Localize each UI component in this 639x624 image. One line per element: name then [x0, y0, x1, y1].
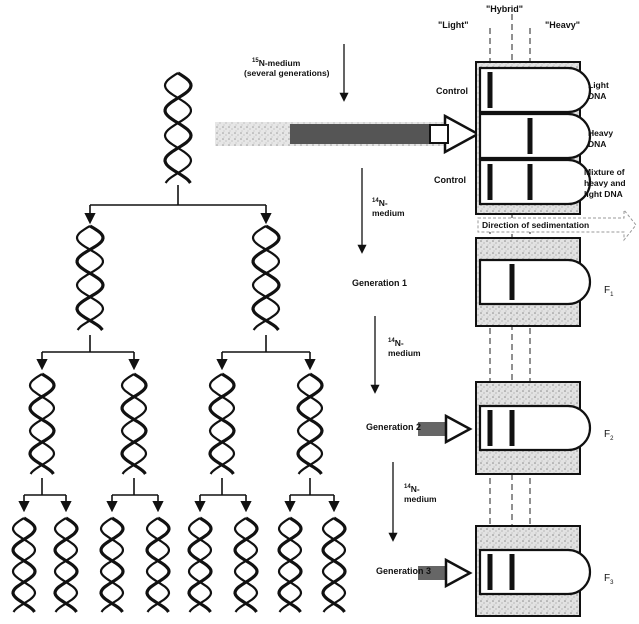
dna-helix-icon: [189, 518, 211, 612]
tube-outline: [480, 260, 590, 304]
f3-label: F3: [604, 574, 613, 588]
dna-band: [510, 410, 515, 446]
dna-band: [488, 554, 493, 590]
n14-medium-word-2: medium: [388, 348, 421, 358]
n14-isotope-2: 14: [388, 338, 395, 344]
mixture-label-2: heavy and: [584, 178, 626, 188]
dna-helix-icon: [30, 374, 54, 474]
n14-n-2: N-: [395, 338, 404, 348]
mixture-label-3: light DNA: [584, 189, 623, 199]
tube-heavy-dna: [480, 114, 590, 158]
n14-medium-label-3: 14N-: [404, 482, 420, 494]
hybrid-label: "Hybrid": [486, 4, 523, 14]
dna-band: [510, 264, 515, 300]
lineage-tree-lines: [24, 185, 334, 510]
control-label-top: Control: [436, 86, 468, 96]
light-label: "Light": [438, 20, 469, 30]
dna-helix-icon: [253, 226, 279, 330]
dna-helix-icon: [210, 374, 234, 474]
process-arrows: [344, 44, 393, 540]
n14-isotope-1: 14: [372, 198, 379, 204]
dna-band: [488, 72, 493, 108]
tube-outline: [480, 114, 590, 158]
dna-band: [528, 164, 533, 200]
generation-2-label: Generation 2: [366, 422, 421, 432]
tube-outline: [480, 550, 590, 594]
f1-label: F1: [604, 286, 613, 300]
dna-helix-icon: [165, 73, 191, 183]
n14-n-3: N-: [411, 484, 420, 494]
tube-generation-2: [480, 406, 590, 450]
n15-generations-label: (several generations): [244, 68, 330, 78]
heavy-dna-label-2: DNA: [588, 139, 606, 149]
dna-helix-layer: [13, 73, 345, 612]
dna-helix-icon: [55, 518, 77, 612]
n14-medium-word-1: medium: [372, 208, 405, 218]
n14-medium-label-2: 14N-: [388, 336, 404, 348]
tube-outline: [480, 68, 590, 112]
n14-medium-label-1: 14N-: [372, 196, 388, 208]
generation-1-label: Generation 1: [352, 278, 407, 288]
f2-label: F2: [604, 430, 613, 444]
n15-isotope: 15: [252, 58, 259, 64]
direction-label: Direction of sedimentation: [482, 220, 589, 230]
tube-generation-3: [480, 550, 590, 594]
n14-medium-word-3: medium: [404, 494, 437, 504]
f1-sub: 1: [610, 292, 613, 298]
heavy-label: "Heavy": [545, 20, 580, 30]
n14-isotope-3: 14: [404, 484, 411, 490]
dna-helix-icon: [101, 518, 123, 612]
dna-helix-icon: [147, 518, 169, 612]
dna-helix-icon: [13, 518, 35, 612]
heavy-dna-label-1: Heavy: [588, 128, 613, 138]
control-label-bottom: Control: [434, 175, 466, 185]
n15-medium-label: 15N-medium: [252, 56, 300, 68]
light-dna-label-2: DNA: [588, 91, 606, 101]
tube-light-dna: [480, 68, 590, 112]
f2-sub: 2: [610, 436, 613, 442]
dna-band: [510, 554, 515, 590]
dna-helix-icon: [323, 518, 345, 612]
dna-helix-icon: [77, 226, 103, 330]
dna-band: [488, 410, 493, 446]
dna-helix-icon: [279, 518, 301, 612]
tube-outline: [480, 406, 590, 450]
dna-helix-icon: [122, 374, 146, 474]
dna-band: [528, 118, 533, 154]
dna-band: [488, 164, 493, 200]
tube-outline: [480, 160, 590, 204]
centrifuge-tubes: [476, 62, 590, 616]
dna-helix-icon: [298, 374, 322, 474]
light-dna-label-1: Light: [588, 80, 609, 90]
generation-3-label: Generation 3: [376, 566, 431, 576]
tube-mixture: [480, 160, 590, 204]
tube-generation-1: [480, 260, 590, 304]
dna-helix-icon: [235, 518, 257, 612]
f3-sub: 3: [610, 580, 613, 586]
n15-medium-text: N-medium: [259, 58, 301, 68]
transfer-arrow: [215, 116, 478, 152]
n14-n-1: N-: [379, 198, 388, 208]
mixture-label-1: Mixture of: [584, 167, 625, 177]
